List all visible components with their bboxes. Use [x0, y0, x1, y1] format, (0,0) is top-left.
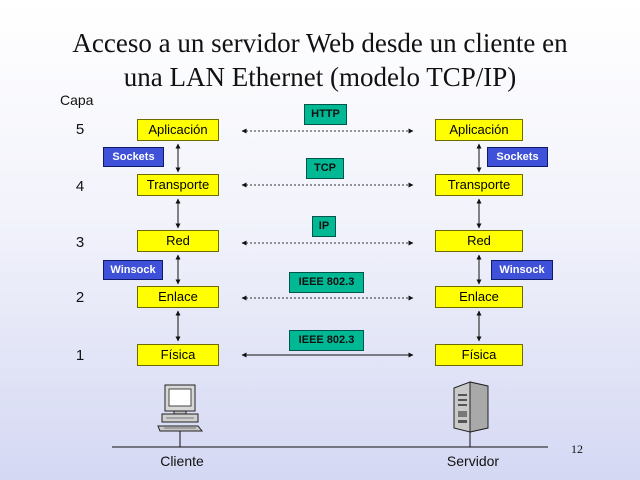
server-layer-physical: Física — [435, 344, 523, 366]
server-layer-network: Red — [435, 230, 523, 252]
api-label-sockets-server: Sockets — [487, 147, 548, 167]
layer-number-5: 5 — [75, 121, 85, 138]
layer-number-3: 3 — [75, 234, 85, 251]
client-host-label: Cliente — [160, 453, 204, 469]
slide-title-line-1: Acceso a un servidor Web desde un client… — [72, 28, 568, 58]
layer-number-2: 2 — [75, 289, 85, 306]
layer-number-1: 1 — [75, 347, 85, 364]
server-layer-link: Enlace — [435, 286, 523, 308]
layer-column-heading: Capa — [60, 92, 94, 108]
server-layer-transport: Transporte — [435, 174, 523, 196]
client-layer-link: Enlace — [137, 286, 219, 308]
protocol-label-ieee-physical: IEEE 802.3 — [289, 330, 364, 351]
server-host-label: Servidor — [446, 453, 500, 469]
tower-server-icon — [453, 381, 489, 433]
server-layer-application: Aplicación — [435, 119, 523, 141]
client-layer-transport: Transporte — [137, 174, 219, 196]
api-label-winsock-client: Winsock — [103, 260, 163, 280]
client-layer-network: Red — [137, 230, 219, 252]
api-label-winsock-server: Winsock — [491, 260, 553, 280]
page-number: 12 — [571, 442, 583, 456]
protocol-label-tcp: TCP — [306, 158, 344, 179]
slide-title-line-2: una LAN Ethernet (modelo TCP/IP) — [123, 62, 517, 92]
desktop-computer-icon — [157, 384, 204, 432]
layer-number-4: 4 — [75, 178, 85, 195]
client-layer-application: Aplicación — [137, 119, 219, 141]
protocol-label-http: HTTP — [304, 104, 347, 125]
client-layer-physical: Física — [137, 344, 219, 366]
protocol-label-ip: IP — [312, 216, 336, 237]
api-label-sockets-client: Sockets — [103, 147, 164, 167]
protocol-label-ieee-link: IEEE 802.3 — [289, 272, 364, 293]
